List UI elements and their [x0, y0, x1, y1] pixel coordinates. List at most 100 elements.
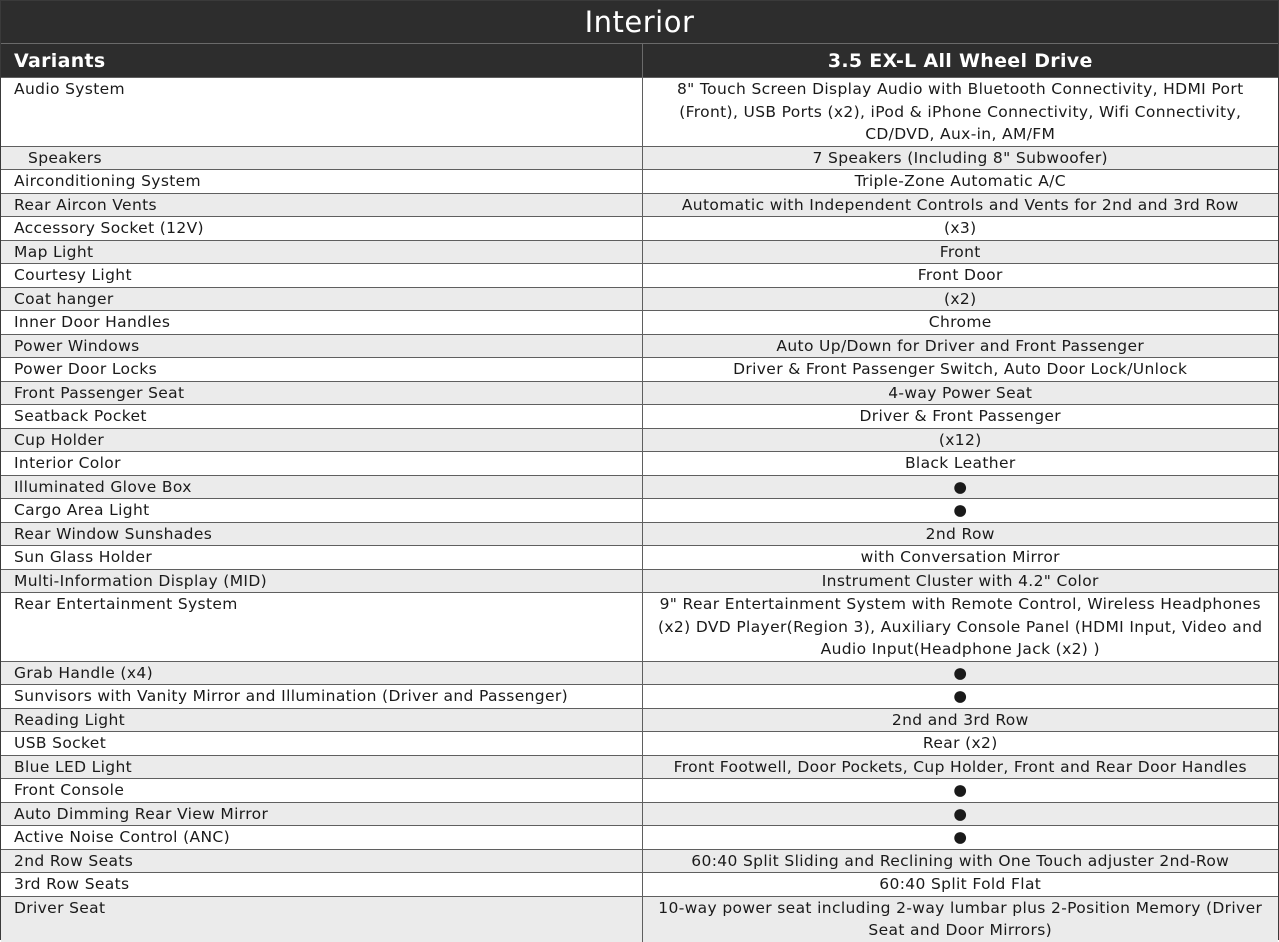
value-cell: ●	[642, 801, 1278, 826]
value-cell: ●	[642, 778, 1278, 802]
table-row: Multi-Information Display (MID)Instrumen…	[1, 568, 1278, 593]
header-variants: Variants	[1, 44, 643, 78]
value-cell: 60:40 Split Fold Flat	[642, 872, 1278, 896]
feature-cell: Seatback Pocket	[1, 404, 643, 428]
feature-cell: Front Passenger Seat	[1, 380, 643, 405]
value-cell: Driver & Front Passenger Switch, Auto Do…	[642, 357, 1278, 381]
feature-cell: Sunvisors with Vanity Mirror and Illumin…	[1, 684, 643, 708]
feature-cell: Inner Door Handles	[1, 310, 643, 334]
value-cell: Chrome	[642, 310, 1278, 334]
value-cell: with Conversation Mirror	[642, 545, 1278, 569]
value-cell: 9" Rear Entertainment System with Remote…	[642, 592, 1278, 661]
value-cell: Automatic with Independent Controls and …	[642, 192, 1278, 217]
value-cell: Driver & Front Passenger	[642, 404, 1278, 428]
value-cell: 2nd and 3rd Row	[642, 707, 1278, 732]
feature-cell: Accessory Socket (12V)	[1, 216, 643, 240]
feature-cell: Map Light	[1, 239, 643, 264]
value-cell: (x12)	[642, 427, 1278, 452]
feature-cell: Courtesy Light	[1, 263, 643, 287]
header-row: Variants 3.5 EX-L All Wheel Drive	[1, 44, 1278, 78]
feature-cell: Interior Color	[1, 451, 643, 475]
feature-cell: Sun Glass Holder	[1, 545, 643, 569]
table-row: Active Noise Control (ANC)●	[1, 825, 1278, 849]
feature-cell: Cup Holder	[1, 427, 643, 452]
feature-cell: 2nd Row Seats	[1, 848, 643, 873]
feature-cell: USB Socket	[1, 731, 643, 755]
value-cell: Rear (x2)	[642, 731, 1278, 755]
value-cell: Instrument Cluster with 4.2" Color	[642, 568, 1278, 593]
table-row: Illuminated Glove Box●	[1, 474, 1278, 499]
feature-cell: Rear Aircon Vents	[1, 192, 643, 217]
value-cell: Auto Up/Down for Driver and Front Passen…	[642, 333, 1278, 358]
feature-cell: Reading Light	[1, 707, 643, 732]
feature-cell: Rear Entertainment System	[1, 592, 643, 661]
value-cell: ●	[642, 660, 1278, 685]
table-row: Auto Dimming Rear View Mirror●	[1, 801, 1278, 826]
table-row: Coat hanger(x2)	[1, 286, 1278, 311]
feature-cell: Grab Handle (x4)	[1, 660, 643, 685]
feature-cell: Speakers	[1, 145, 643, 170]
table-header: Variants 3.5 EX-L All Wheel Drive	[1, 44, 1278, 78]
value-cell: Front	[642, 239, 1278, 264]
table-row: Cargo Area Light●	[1, 498, 1278, 522]
table-row: Front Console●	[1, 778, 1278, 802]
value-cell: 2nd Row	[642, 521, 1278, 546]
header-variant-name: 3.5 EX-L All Wheel Drive	[642, 44, 1278, 78]
value-cell: (x2)	[642, 286, 1278, 311]
value-cell: (x3)	[642, 216, 1278, 240]
value-cell: 7 Speakers (Including 8" Subwoofer)	[642, 145, 1278, 170]
value-cell: Black Leather	[642, 451, 1278, 475]
table-row: Sunvisors with Vanity Mirror and Illumin…	[1, 684, 1278, 708]
page-title: Interior	[1, 1, 1278, 44]
feature-cell: 3rd Row Seats	[1, 872, 643, 896]
feature-cell: Multi-Information Display (MID)	[1, 568, 643, 593]
value-cell: ●	[642, 474, 1278, 499]
feature-cell: Blue LED Light	[1, 754, 643, 779]
value-cell: Front Door	[642, 263, 1278, 287]
value-cell: ●	[642, 498, 1278, 522]
feature-cell: Audio System	[1, 77, 643, 146]
value-cell: 8" Touch Screen Display Audio with Bluet…	[642, 77, 1278, 146]
feature-cell: Airconditioning System	[1, 169, 643, 193]
feature-cell: Power Door Locks	[1, 357, 643, 381]
table-row: Accessory Socket (12V)(x3)	[1, 216, 1278, 240]
table-row: Cup Holder(x12)	[1, 427, 1278, 452]
feature-cell: Coat hanger	[1, 286, 643, 311]
feature-cell: Front Console	[1, 778, 643, 802]
feature-cell: Illuminated Glove Box	[1, 474, 643, 499]
value-cell: 60:40 Split Sliding and Reclining with O…	[642, 848, 1278, 873]
feature-cell: Active Noise Control (ANC)	[1, 825, 643, 849]
value-cell: 10-way power seat including 2-way lumbar…	[642, 895, 1278, 942]
feature-cell: Driver Seat	[1, 895, 643, 942]
value-cell: ●	[642, 825, 1278, 849]
feature-cell: Cargo Area Light	[1, 498, 643, 522]
feature-cell: Power Windows	[1, 333, 643, 358]
value-cell: Triple-Zone Automatic A/C	[642, 169, 1278, 193]
table-row: Grab Handle (x4)●	[1, 660, 1278, 685]
interior-spec-table: Variants 3.5 EX-L All Wheel Drive Audio …	[1, 44, 1278, 942]
feature-cell: Auto Dimming Rear View Mirror	[1, 801, 643, 826]
